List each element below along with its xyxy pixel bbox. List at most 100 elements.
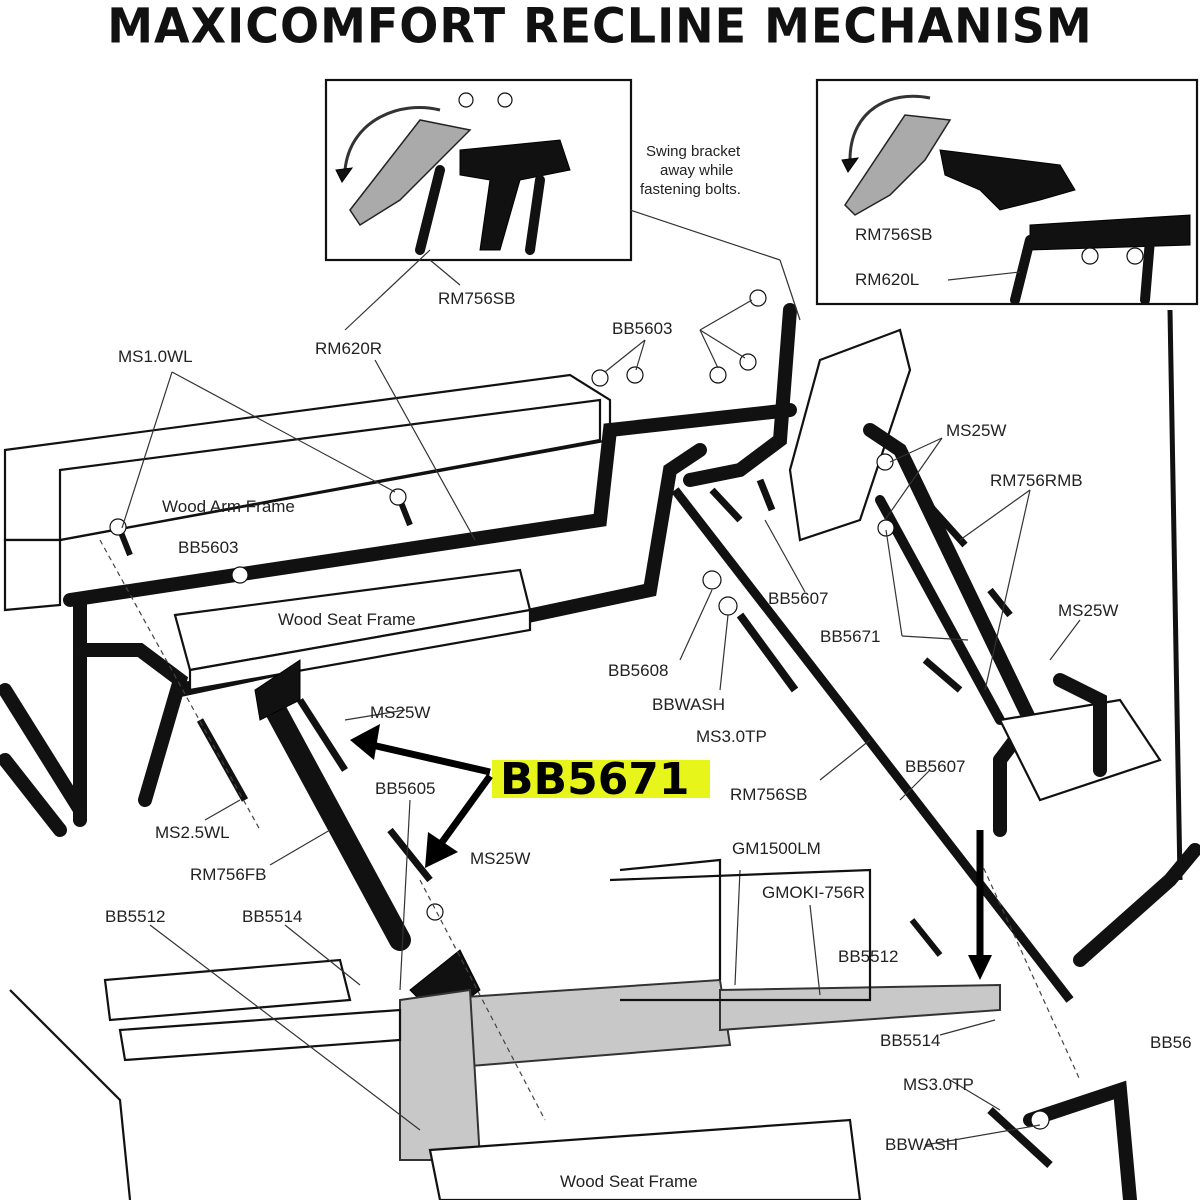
right-link-bar [1053, 673, 1107, 777]
wood-arm-frame-face [58, 398, 602, 542]
rm756rmb-inner-link [875, 495, 1005, 725]
label-bbwash-mid: BBWASH [652, 695, 725, 714]
rm620r-bar [63, 403, 797, 607]
screw-ms25w-right-2 [922, 657, 963, 693]
back-bracket-area [671, 303, 1200, 1003]
bolt-inset-right-2 [1126, 247, 1144, 265]
callout-arrow-lower [437, 773, 493, 848]
leader-rm756rmb-2 [984, 489, 1031, 691]
rm756sb-top-bracket [683, 303, 797, 487]
arrowhead-bb5512-right [968, 955, 992, 980]
callout-arrow-upper [371, 741, 491, 776]
screw-rm756rmb-1 [917, 492, 968, 548]
bbwash-mid [718, 596, 738, 616]
bracket-right [844, 114, 952, 216]
swing-arrow-right [848, 94, 931, 161]
screw-head-wood-arm [389, 488, 407, 506]
label-ms25w-right: MS25W [1058, 601, 1118, 620]
leader-bb5671-right-1 [885, 529, 903, 637]
label-bb5605: BB5605 [375, 779, 436, 798]
dashed-guide-right [979, 859, 1081, 1081]
label-ms25w-lower: MS25W [470, 849, 530, 868]
screw-ms25w-lower [387, 827, 433, 883]
bb5603-bushing-3 [709, 366, 727, 384]
label-rm756rmb: RM756RMB [990, 471, 1083, 490]
wood-seat-frame-top: Wood Seat Frame [173, 568, 532, 692]
callout-arrowhead-upper [350, 724, 380, 760]
label-ms2-5wl: MS2.5WL [155, 823, 230, 842]
leader-rm756sb-inset-left [429, 259, 461, 286]
diagram-title: MAXICOMFORT RECLINE MECHANISM [107, 0, 1093, 55]
leader-inset-note-2 [779, 259, 801, 321]
leader-bb5603-1 [604, 339, 646, 373]
label-gm1500lm: GM1500LM [732, 839, 821, 858]
bb5603-bushing-left [231, 566, 249, 584]
label-bb5512-left: BB5512 [105, 907, 166, 926]
leader-rm756sb-mid [819, 739, 871, 781]
wood-seat-frame-bottom-part [428, 1118, 862, 1200]
label-rm756sb-mid: RM756SB [730, 785, 807, 804]
bolt-inset-left-2 [497, 92, 513, 108]
leader-gm1500lm [734, 869, 741, 986]
base-frame-left-rail [9, 989, 132, 1200]
label-bb5607-mid: BB5607 [768, 589, 829, 608]
swing-arrowhead-right [841, 157, 860, 173]
label-bbwash-low: BBWASH [885, 1135, 958, 1154]
leader-bb5608 [679, 589, 713, 661]
dashed-guide-lower [419, 879, 546, 1121]
label-bb5514-left: BB5514 [242, 907, 303, 926]
left-diagonal-bar-1 [0, 683, 87, 817]
label-rm756sb-inset-right: RM756SB [855, 225, 932, 244]
screw-bb5607 [709, 487, 743, 523]
screw-ms25w-left [297, 698, 348, 772]
bb5671-callout: BB5671 [350, 724, 992, 980]
wood-seat-frame-top-edge [188, 608, 532, 692]
label-wood-arm-frame: Wood Arm Frame [162, 497, 295, 516]
inset-left: Swing bracket away while fastening bolts… [324, 78, 741, 262]
leader-rm756fb [269, 829, 331, 866]
leader-bbwash-low [924, 1124, 1041, 1146]
leader-ms25w-left [344, 709, 406, 721]
label-bb56-cut: BB56 [1150, 1033, 1192, 1052]
leader-lines [99, 209, 1081, 1146]
rm620r-part-inset [415, 165, 445, 255]
wood-arm-frame-end [3, 538, 62, 612]
label-rm620r: RM620R [315, 339, 382, 358]
inset-left-rod [525, 175, 545, 255]
bb5608-bushing [702, 570, 722, 590]
leader-bb5514-left [284, 924, 361, 986]
rm756sb-part-inset-right [939, 149, 1076, 211]
wood-back-frame-top [788, 328, 912, 542]
screw-head-ms1-0wl [109, 518, 127, 536]
leader-bbwash-mid [719, 614, 729, 691]
right-lower-bar [1073, 843, 1200, 967]
leader-bb5603-2 [635, 339, 646, 371]
left-link-bar [73, 643, 189, 807]
screw-ms3-0tp-low [987, 1107, 1053, 1168]
label-ms25w-top: MS25W [946, 421, 1006, 440]
actuator-motor [399, 988, 482, 1161]
actuator [399, 869, 1001, 1161]
bb5671-bushing-right [877, 519, 895, 537]
bbwash-low [1030, 1110, 1050, 1130]
leader-ms1-0wl-1 [121, 371, 173, 529]
label-bb5608: BB5608 [608, 661, 669, 680]
dashed-guide-left [99, 539, 261, 831]
label-ms3-0tp-low: MS3.0TP [903, 1075, 974, 1094]
label-ms25w-left: MS25W [370, 703, 430, 722]
label-rm620l: RM620L [855, 270, 919, 289]
bolt-inset-left-1 [458, 92, 474, 108]
label-bb5603-top: BB5603 [612, 319, 673, 338]
leader-rm620l [947, 271, 1021, 281]
leader-bb5605 [399, 799, 411, 991]
bracket-left [349, 119, 472, 227]
leader-bb5514-right [939, 1019, 996, 1036]
label-rm756sb-inset-left: RM756SB [438, 289, 515, 308]
label-gmoki-756r: GMOKI-756R [762, 883, 865, 902]
bb5671-highlight [492, 760, 710, 798]
leader-gmoki-756r [809, 904, 821, 996]
fasteners [109, 289, 1053, 1168]
leader-bb5607-mid [764, 519, 806, 593]
callout-arrowhead-lower [425, 832, 458, 868]
